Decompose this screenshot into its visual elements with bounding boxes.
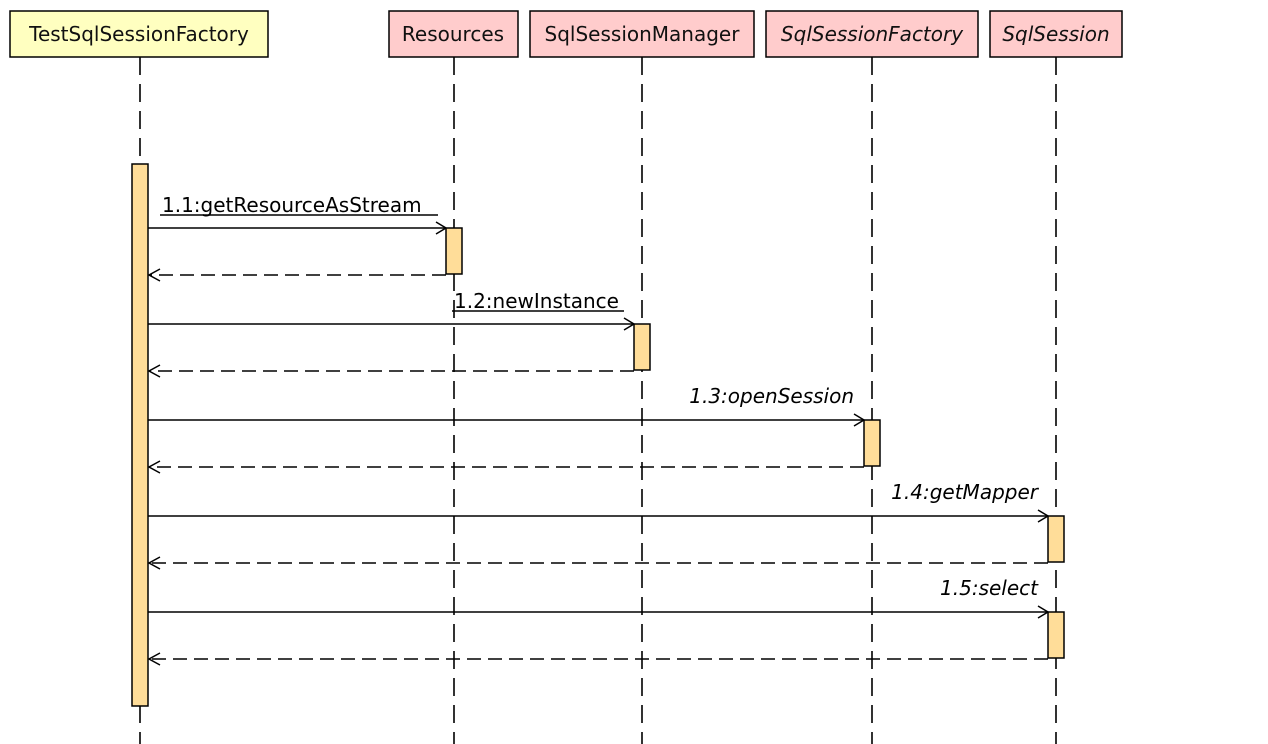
participant-box <box>388 10 519 58</box>
message-label: 1.5:select <box>940 576 1039 600</box>
activations <box>131 163 1065 707</box>
participant-label: SqlSessionManager <box>545 22 741 46</box>
message-1-5[interactable]: 1.5:select <box>147 576 1050 666</box>
message-1-3[interactable]: 1.3:openSession <box>147 384 866 474</box>
message-1-2[interactable]: 1.2:newInstance <box>147 289 636 378</box>
activation-sqlsessionmanager <box>633 323 651 371</box>
participant-resources[interactable]: Resources <box>388 10 519 58</box>
message-1-1[interactable]: 1.1:getResourceAsStream <box>147 193 448 282</box>
message-label: 1.3:openSession <box>689 384 854 408</box>
participant-label: Resources <box>402 22 504 46</box>
message-label: 1.1:getResourceAsStream <box>162 193 422 217</box>
message-label: 1.4:getMapper <box>891 480 1040 504</box>
participant-box <box>989 10 1123 58</box>
message-label: 1.2:newInstance <box>454 289 619 313</box>
call-arrowhead <box>1037 605 1050 619</box>
participant-label: TestSqlSessionFactory <box>28 22 249 46</box>
participant-box <box>9 10 269 58</box>
activation-sqlsessionfactory <box>863 419 881 467</box>
activation-resources <box>445 227 463 275</box>
message-1-4[interactable]: 1.4:getMapper <box>147 480 1050 570</box>
participant-sqlsessionmanager[interactable]: SqlSessionManager <box>529 10 755 58</box>
participant-box <box>765 10 979 58</box>
call-arrowhead <box>853 413 866 427</box>
activation-sqlsession-select <box>1047 611 1065 659</box>
participant-testsqlsessionfactory[interactable]: TestSqlSessionFactory <box>9 10 269 58</box>
participant-box <box>529 10 755 58</box>
participant-label: SqlSession <box>1002 22 1109 46</box>
participant-sqlsessionfactory[interactable]: SqlSessionFactory <box>765 10 979 58</box>
return-arrowhead <box>147 460 161 474</box>
activation-sqlsession-getmapper <box>1047 515 1065 563</box>
call-arrowhead <box>435 221 448 235</box>
return-arrowhead <box>147 652 161 666</box>
return-arrowhead <box>147 556 161 570</box>
participant-sqlsession[interactable]: SqlSession <box>989 10 1123 58</box>
call-arrowhead <box>1037 509 1050 523</box>
activation-testsqlsessionfactory <box>131 163 149 707</box>
return-arrowhead <box>147 364 161 378</box>
participant-label: SqlSessionFactory <box>781 22 964 46</box>
call-arrowhead <box>623 317 636 331</box>
return-arrowhead <box>147 268 161 282</box>
